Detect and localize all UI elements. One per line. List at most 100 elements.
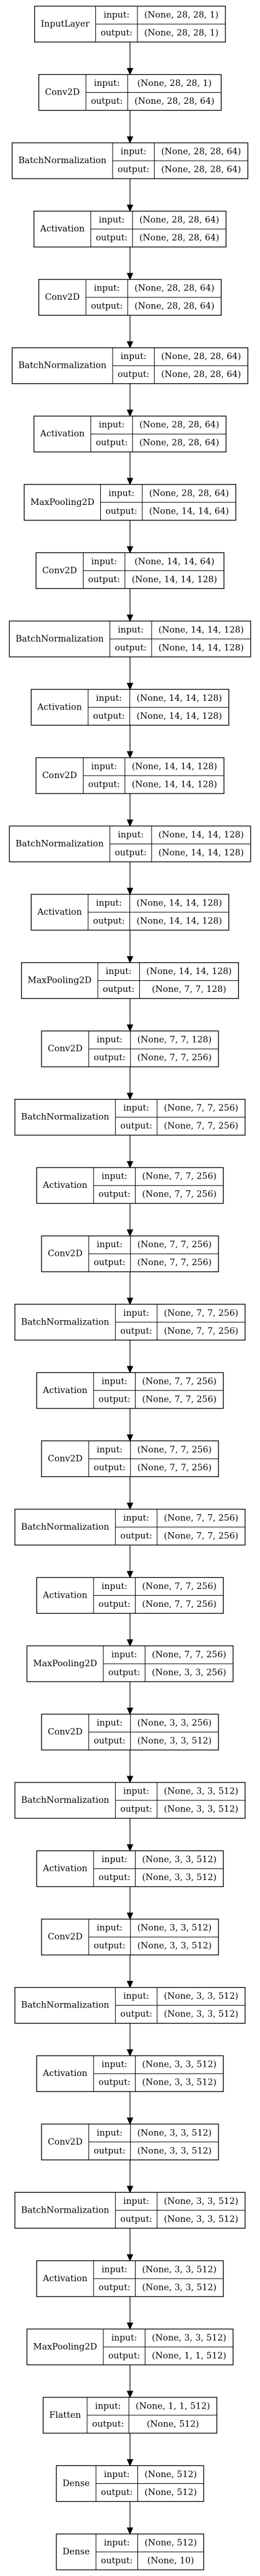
output-label: output:: [91, 302, 123, 311]
output-shape: (None, 3, 3, 512): [164, 2009, 238, 2019]
input-label: input:: [111, 2333, 137, 2343]
output-shape: (None, 7, 7, 256): [164, 1121, 238, 1131]
output-label: output:: [98, 2282, 130, 2292]
layer-name: BatchNormalization: [19, 156, 106, 166]
input-shape: (None, 28, 28, 64): [161, 352, 241, 362]
input-shape: (None, 14, 14, 128): [137, 899, 222, 909]
arrow-head-icon: [126, 205, 134, 212]
input-label: input:: [118, 830, 144, 840]
output-label: output:: [93, 1736, 125, 1746]
input-shape: (None, 3, 3, 256): [137, 1718, 212, 1728]
layer-name: MaxPooling2D: [30, 498, 94, 507]
output-label: output:: [93, 1941, 125, 1951]
output-label: output:: [98, 1190, 130, 1200]
input-label: input:: [102, 1172, 128, 1182]
arrow-head-icon: [126, 888, 134, 896]
input-shape: (None, 28, 28, 64): [149, 488, 229, 498]
arrow-head-icon: [126, 1297, 134, 1305]
input-label: input:: [123, 1787, 149, 1797]
input-shape: (None, 28, 28, 64): [161, 147, 241, 157]
output-shape: (None, 7, 7, 256): [142, 1599, 217, 1609]
layer-name: Conv2D: [48, 1727, 82, 1737]
input-shape: (None, 28, 28, 1): [144, 11, 219, 20]
input-label: input:: [123, 1103, 149, 1113]
input-label: input:: [95, 2401, 121, 2411]
arrow-head-icon: [126, 1502, 134, 1510]
diagram-edges: [126, 42, 134, 2535]
input-label: input:: [102, 2060, 128, 2070]
output-shape: (None, 10): [147, 2556, 194, 2566]
output-shape: (None, 28, 28, 64): [161, 370, 241, 379]
layer-name: Activation: [42, 1386, 87, 1396]
input-shape: (None, 14, 14, 128): [146, 967, 232, 977]
input-shape: (None, 28, 28, 64): [139, 215, 219, 225]
input-label: input:: [97, 2128, 123, 2138]
layer-name: MaxPooling2D: [28, 976, 92, 986]
arrow-head-icon: [126, 1024, 134, 1032]
arrow-head-icon: [126, 1570, 134, 1578]
arrow-head-icon: [126, 1366, 134, 1374]
layer-name: BatchNormalization: [15, 839, 103, 849]
layer-name: Activation: [37, 907, 82, 917]
input-label: input:: [94, 284, 120, 294]
layer-name: Activation: [42, 2069, 87, 2078]
layer-name: Conv2D: [45, 88, 80, 98]
input-label: input:: [121, 147, 147, 157]
arrow-head-icon: [126, 478, 134, 486]
layer-name: Conv2D: [42, 566, 77, 575]
output-label: output:: [120, 1326, 152, 1336]
output-shape: (None, 14, 14, 128): [132, 779, 217, 789]
output-shape: (None, 7, 7, 256): [137, 1258, 212, 1268]
input-shape: (None, 7, 7, 256): [142, 1376, 217, 1386]
layer-name: BatchNormalization: [21, 1112, 109, 1122]
output-label: output:: [103, 985, 134, 994]
arrow-head-icon: [126, 1844, 134, 1852]
layer-name: Conv2D: [42, 771, 77, 781]
output-shape: (None, 28, 28, 64): [134, 96, 214, 106]
arrow-head-icon: [126, 2254, 134, 2262]
layer-name: MaxPooling2D: [33, 2342, 97, 2352]
arrow-head-icon: [126, 2049, 134, 2057]
input-label: input:: [97, 1035, 123, 1045]
input-shape: (None, 14, 14, 128): [132, 761, 217, 771]
output-shape: (None, 3, 3, 512): [164, 2214, 238, 2224]
output-shape: (None, 3, 3, 512): [142, 2282, 217, 2292]
input-shape: (None, 3, 3, 512): [142, 2265, 217, 2274]
layer-name: Activation: [42, 2274, 87, 2284]
input-shape: (None, 14, 14, 128): [137, 693, 222, 703]
input-label: input:: [123, 1513, 149, 1523]
output-label: output:: [108, 2351, 140, 2361]
output-shape: (None, 7, 7, 256): [137, 1053, 212, 1063]
output-label: output:: [98, 1394, 130, 1404]
input-label: input:: [102, 1582, 128, 1591]
input-label: input:: [97, 1445, 123, 1455]
output-shape: (None, 28, 28, 64): [161, 165, 241, 175]
output-shape: (None, 512): [144, 2488, 197, 2498]
input-label: input:: [106, 967, 132, 977]
layer-name: Activation: [42, 1590, 87, 1600]
input-shape: (None, 512): [144, 2470, 197, 2480]
arrow-head-icon: [126, 1161, 134, 1169]
output-label: output:: [96, 233, 128, 243]
output-shape: (None, 3, 3, 512): [137, 1941, 212, 1951]
input-label: input:: [96, 899, 122, 909]
input-label: input:: [123, 1308, 149, 1318]
input-shape: (None, 3, 3, 512): [137, 2128, 212, 2138]
layer-name: BatchNormalization: [21, 2001, 109, 2010]
input-label: input:: [98, 420, 124, 430]
output-label: output:: [120, 2214, 152, 2224]
output-shape: (None, 14, 14, 128): [158, 643, 244, 653]
